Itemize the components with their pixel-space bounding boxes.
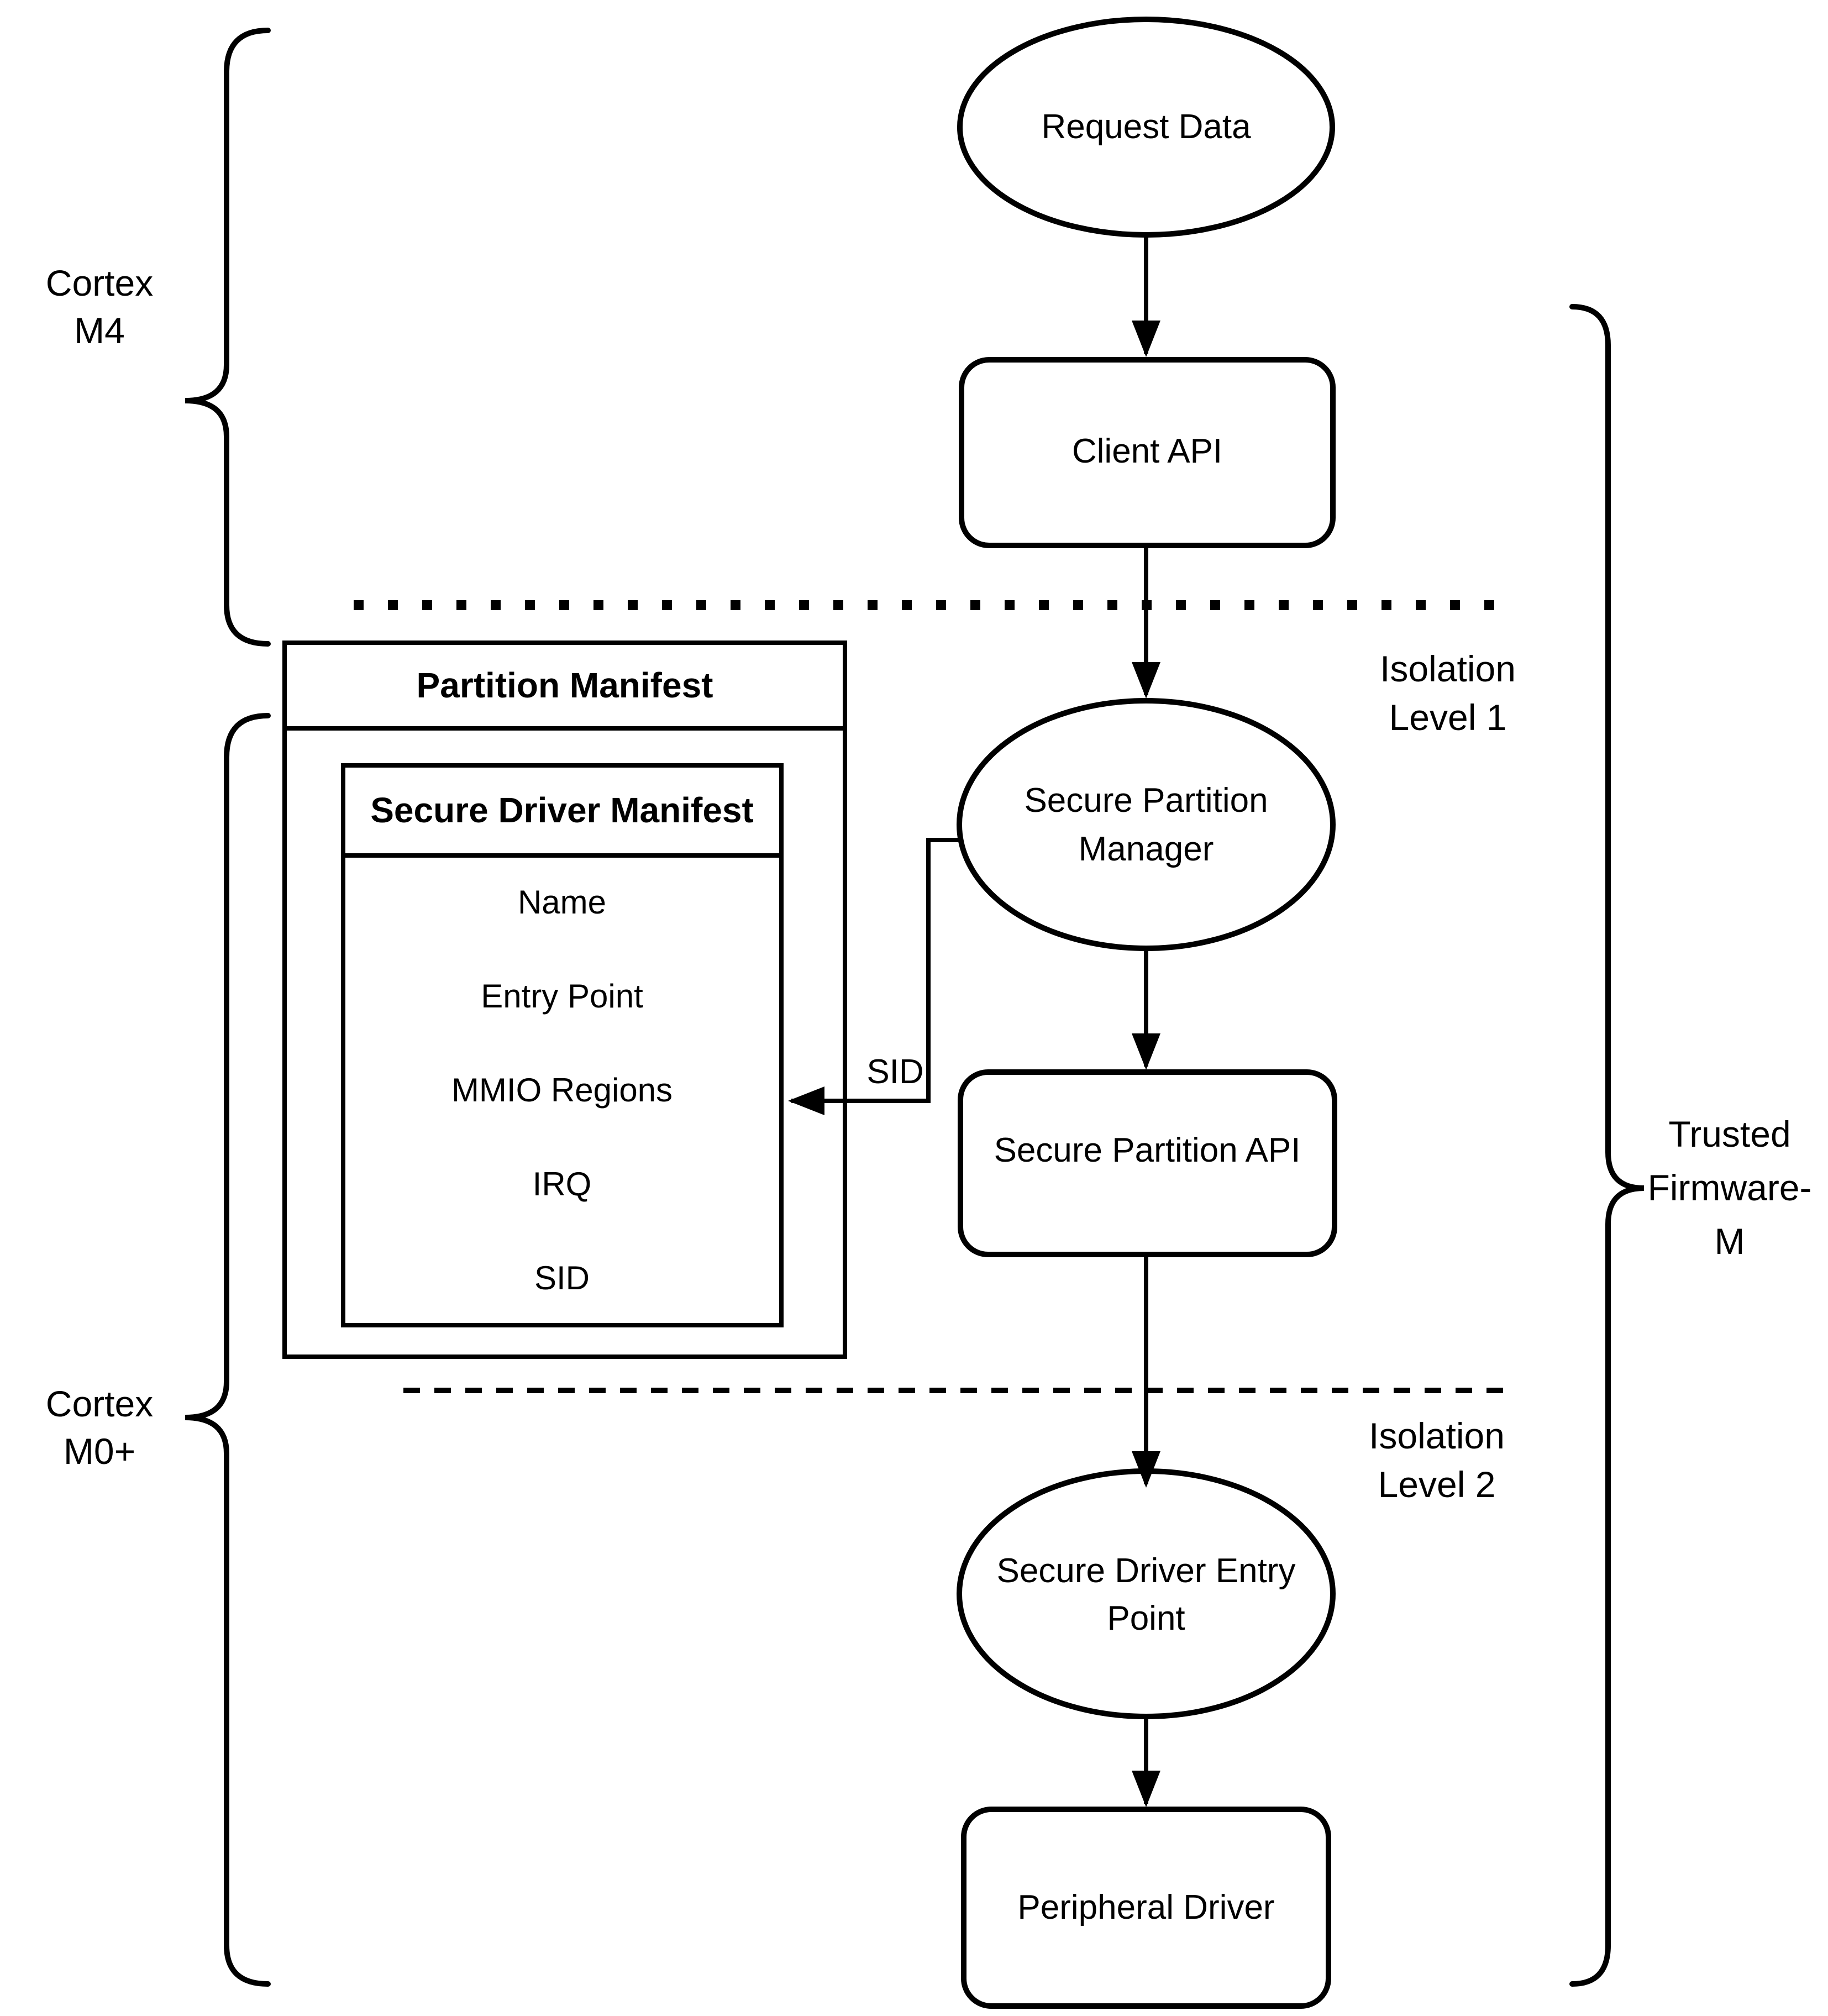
manifest-item-mmio-regions: MMIO Regions: [451, 1072, 673, 1109]
manifest-item-irq: IRQ: [532, 1166, 592, 1203]
trusted-firmware-label-line3: M: [1714, 1221, 1745, 1262]
trusted-firmware-label-line1: Trusted: [1668, 1114, 1791, 1154]
client-api-label: Client API: [1071, 432, 1223, 470]
secure-driver-entry-point-ellipse: [957, 1468, 1336, 1719]
manifest-item-sid: SID: [534, 1259, 590, 1296]
secure-driver-manifest-title: Secure Driver Manifest: [370, 790, 754, 830]
spm-label-line1: Secure Partition: [1024, 781, 1268, 820]
cortex-m4-brace: [185, 28, 271, 647]
isolation-level-2-label-line1: Isolation: [1369, 1415, 1505, 1456]
cortex-m4-label-line2: M4: [74, 310, 125, 351]
partition-manifest-box: [282, 641, 847, 1359]
spm-label-line2: Manager: [1078, 830, 1214, 868]
manifest-item-name: Name: [517, 884, 607, 921]
trusted-firmware-brace: [1569, 304, 1645, 1987]
sid-connector-arrow: [788, 838, 963, 1115]
manifest-item-entry-point: Entry Point: [481, 978, 643, 1015]
isolation-level-1-label-line2: Level 1: [1389, 697, 1507, 738]
partition-manifest-title: Partition Manifest: [416, 665, 713, 705]
peripheral-driver-label: Peripheral Driver: [1017, 1888, 1275, 1926]
secure-driver-manifest-box: [341, 763, 784, 1327]
request-data-label: Request Data: [1041, 108, 1251, 146]
cortex-m0-brace: [185, 713, 271, 1987]
sid-connector-label: SID: [866, 1053, 924, 1091]
cortex-m0-label-line1: Cortex: [45, 1383, 154, 1424]
trusted-firmware-label-line2: Firmware-: [1647, 1167, 1812, 1208]
cortex-m4-label-line1: Cortex: [45, 262, 154, 303]
isolation-level-1-label-line1: Isolation: [1380, 648, 1516, 689]
isolation-level-2-label-line2: Level 2: [1378, 1464, 1496, 1505]
secure-partition-manager-ellipse: [957, 698, 1336, 951]
cortex-m0-label-line2: M0+: [63, 1431, 136, 1472]
sdep-label-line2: Point: [1107, 1599, 1185, 1637]
secure-partition-api-label: Secure Partition API: [994, 1131, 1301, 1169]
sdep-label-line1: Secure Driver Entry: [996, 1552, 1296, 1590]
peripheral-driver-box: [961, 1807, 1331, 2009]
